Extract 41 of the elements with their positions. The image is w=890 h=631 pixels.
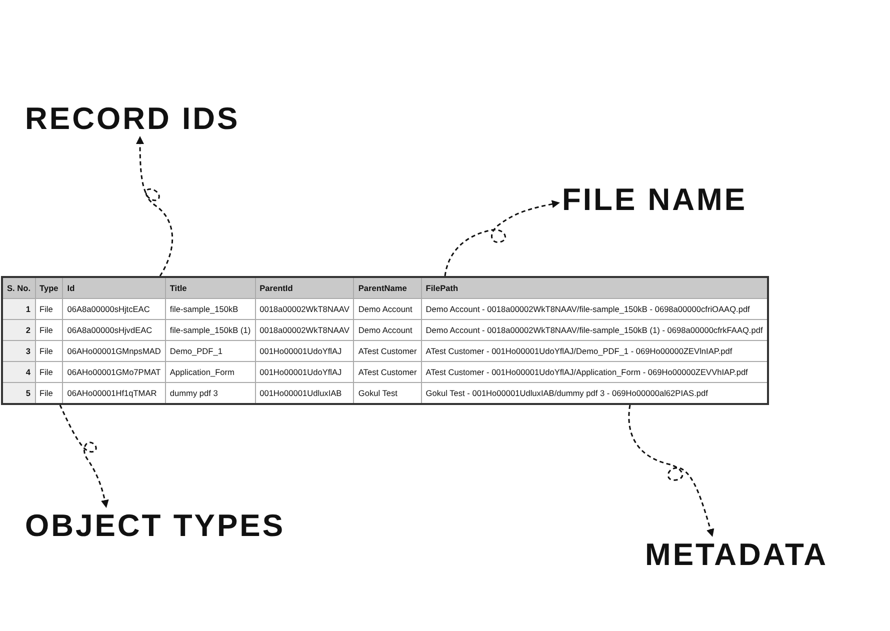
table-cell: 001Ho00001UdoYflAJ (255, 362, 354, 382)
table-cell: 0018a00002WkT8NAAV (255, 320, 354, 340)
table-cell: 3 (2, 340, 36, 362)
column-header: FilePath (421, 277, 768, 298)
table-cell: Demo_PDF_1 (165, 340, 256, 362)
data-table (1, 276, 769, 405)
table-cell: file-sample_150kB (165, 298, 256, 320)
table-cell: 06AHo00001GMo7PMAT (62, 362, 166, 382)
table-cell: Demo Account (354, 298, 422, 320)
callout-heading: METADATA (645, 539, 828, 570)
table-cell: Application_Form (165, 362, 256, 382)
table-cell: 4 (2, 362, 36, 382)
column-header: Id (62, 277, 166, 298)
leader-line (444, 200, 560, 276)
table-cell: file-sample_150kB (1) (165, 320, 256, 340)
column-header: ParentId (255, 277, 354, 298)
table-cell: 5 (2, 382, 36, 404)
table-cell: 06AHo00001GMnpsMAD (62, 340, 166, 362)
table-cell: File (35, 320, 63, 340)
table-cell: 1 (2, 298, 36, 320)
leader-line (59, 404, 109, 508)
column-header: S. No. (2, 277, 36, 298)
column-header: Title (165, 277, 256, 298)
table-cell: ATest Customer (354, 362, 422, 382)
leader-line (136, 136, 173, 276)
table-cell: File (35, 340, 63, 362)
table-cell: 06A8a00000sHjvdEAC (62, 320, 166, 340)
table-cell: ATest Customer (354, 340, 422, 362)
column-header: ParentName (354, 277, 422, 298)
table-cell: File (35, 298, 63, 320)
leader-line (628, 404, 714, 537)
column-header: Type (35, 277, 63, 298)
table-cell: File (35, 362, 63, 382)
callout-heading: FILE NAME (562, 184, 748, 215)
callout-heading: OBJECT TYPES (25, 510, 285, 541)
callout-heading: RECORD IDS (25, 103, 240, 134)
table-cell: 06A8a00000sHjtcEAC (62, 298, 166, 320)
table-cell: 2 (2, 320, 36, 340)
table-cell: 0018a00002WkT8NAAV (255, 298, 354, 320)
table-cell: 001Ho00001UdoYflAJ (255, 340, 354, 362)
table-cell: Demo Account (354, 320, 422, 340)
